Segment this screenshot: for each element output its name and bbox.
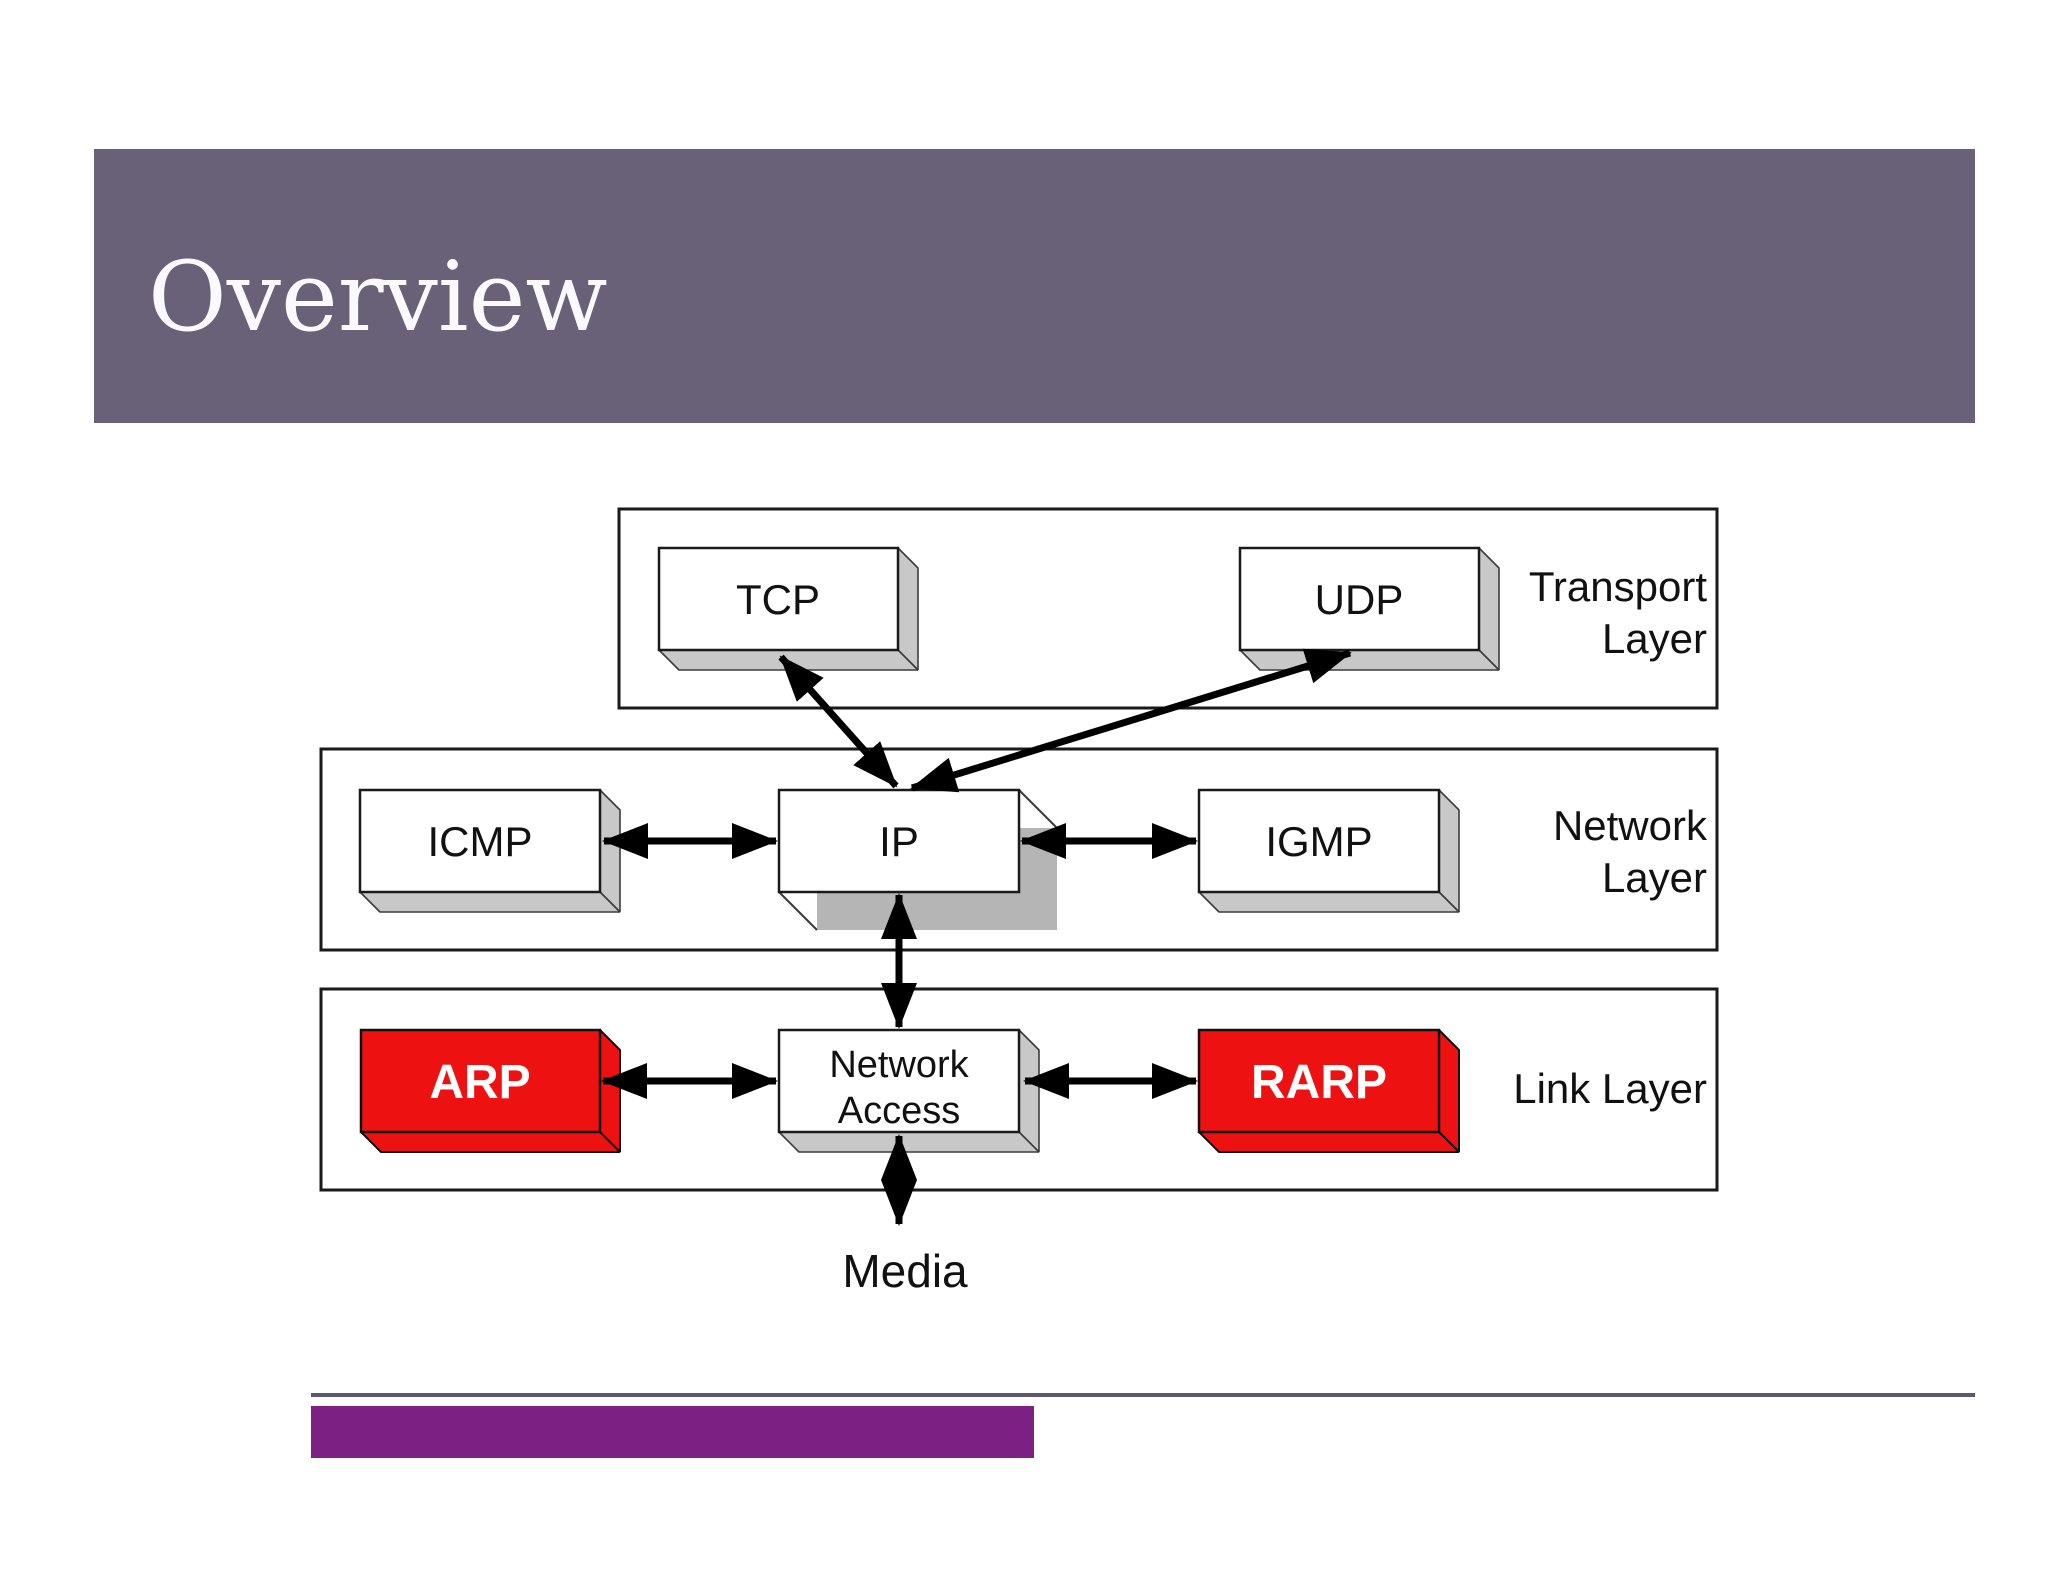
igmp-label: IGMP xyxy=(1265,818,1372,865)
ip-top-right-fold xyxy=(1018,789,1058,829)
rarp-label: RARP xyxy=(1251,1056,1387,1109)
arp-front-face xyxy=(359,1028,602,1134)
icmp-side-face xyxy=(599,789,621,913)
arp-label: ARP xyxy=(429,1056,530,1109)
node-icmp: ICMP xyxy=(358,788,621,913)
rarp-front-face xyxy=(1197,1028,1441,1134)
node-udp: UDP xyxy=(1238,546,1500,671)
network-access-bottom-face xyxy=(778,1131,1040,1153)
node-tcp: TCP xyxy=(657,546,919,671)
network-access-label-line1: Network xyxy=(829,1044,969,1086)
network-access-side-face xyxy=(1018,1029,1040,1153)
transport-layer-label-line2: Layer xyxy=(1602,615,1707,662)
tcp-label: TCP xyxy=(736,576,820,623)
igmp-bottom-face xyxy=(1198,891,1460,913)
media-label: Media xyxy=(842,1245,968,1297)
network-layer-label-line1: Network xyxy=(1553,802,1708,849)
ip-bottom-left-fold xyxy=(778,891,818,931)
icmp-front-face xyxy=(358,788,602,894)
footer-accent-bar xyxy=(311,1406,1034,1458)
arrow-tcp-ip xyxy=(778,654,899,789)
node-ip: IP xyxy=(777,788,1058,931)
arp-bottom-face xyxy=(360,1131,621,1153)
link-layer-label: Link Layer xyxy=(1513,1065,1707,1112)
icmp-label: ICMP xyxy=(428,818,533,865)
udp-bottom-face xyxy=(1239,649,1500,671)
igmp-side-face xyxy=(1438,789,1460,913)
ip-front-face xyxy=(777,788,1021,894)
title-bar xyxy=(94,149,1975,423)
slide-title: Overview xyxy=(148,241,608,353)
igmp-front-face xyxy=(1197,788,1441,894)
udp-side-face xyxy=(1478,547,1500,671)
udp-label: UDP xyxy=(1315,576,1404,623)
node-igmp: IGMP xyxy=(1197,788,1460,913)
tcp-front-face xyxy=(657,546,900,652)
transport-layer-label-line1: Transport xyxy=(1529,563,1708,610)
network-access-label-line2: Access xyxy=(838,1090,960,1132)
node-network-access: Network Access xyxy=(777,1028,1040,1153)
node-arp: ARP xyxy=(359,1028,621,1153)
arrow-ip-udp xyxy=(910,648,1352,793)
network-layer-label-line2: Layer xyxy=(1602,854,1707,901)
icmp-bottom-face xyxy=(359,891,621,913)
udp-front-face xyxy=(1238,546,1481,652)
ip-label: IP xyxy=(879,818,919,865)
tcp-side-face xyxy=(897,547,919,671)
rarp-bottom-face xyxy=(1198,1131,1460,1153)
node-rarp: RARP xyxy=(1197,1028,1460,1153)
network-access-front-face xyxy=(777,1028,1021,1134)
